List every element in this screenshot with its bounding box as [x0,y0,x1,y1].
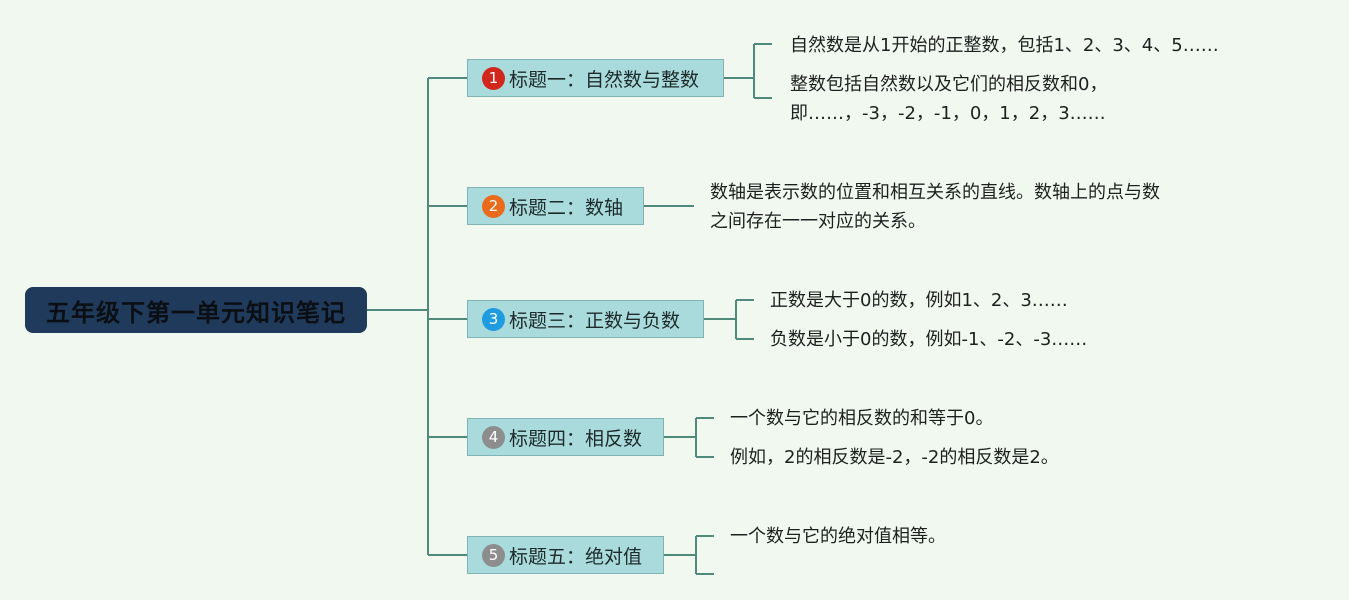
number-badge-2: 2 [482,194,505,218]
note-3-1: 正数是大于0的数，例如1、2、3…… [770,290,1068,311]
note-2-2: 之间存在一一对应的关系。 [710,211,926,232]
note-bracket-1 [724,43,772,99]
note-bracket-5 [664,535,714,575]
note-5-1: 一个数与它的绝对值相等。 [730,526,946,547]
topic-title-3: 标题三：正数与负数 [509,309,681,332]
note-3-2: 负数是小于0的数，例如-1、-2、-3…… [770,329,1088,350]
topic-title-2: 标题二：数轴 [509,196,624,219]
note-1-3: 即……，-3，-2，-1，0，1，2，3…… [790,103,1106,124]
topic-node-3[interactable]: 3 标题三：正数与负数 [467,300,704,338]
number-badge-3: 3 [482,307,505,331]
note-4-2: 例如，2的相反数是-2，-2的相反数是2。 [730,447,1059,468]
topic-node-4[interactable]: 4 标题四：相反数 [467,418,664,456]
number-badge-1: 1 [482,66,505,90]
root-node[interactable]: 五年级下第一单元知识笔记 [25,287,367,333]
number-badge-5: 5 [482,543,505,567]
note-2-1: 数轴是表示数的位置和相互关系的直线。数轴上的点与数 [710,182,1160,203]
topic-title-5: 标题五：绝对值 [509,545,643,568]
number-badge-4: 4 [482,425,505,449]
note-4-1: 一个数与它的相反数的和等于0。 [730,408,994,429]
topic-node-1[interactable]: 1 标题一：自然数与整数 [467,59,724,97]
root-title: 五年级下第一单元知识笔记 [46,298,346,327]
note-1-1: 自然数是从1开始的正整数，包括1、2、3、4、5…… [790,35,1219,56]
topic-title-1: 标题一：自然数与整数 [509,68,700,91]
note-bracket-4 [664,417,714,458]
topic-title-4: 标题四：相反数 [509,427,643,450]
topic-node-5[interactable]: 5 标题五：绝对值 [467,536,664,574]
note-bracket-3 [704,299,754,340]
topic-node-2[interactable]: 2 标题二：数轴 [467,187,644,225]
note-1-2: 整数包括自然数以及它们的相反数和0， [790,74,1108,95]
